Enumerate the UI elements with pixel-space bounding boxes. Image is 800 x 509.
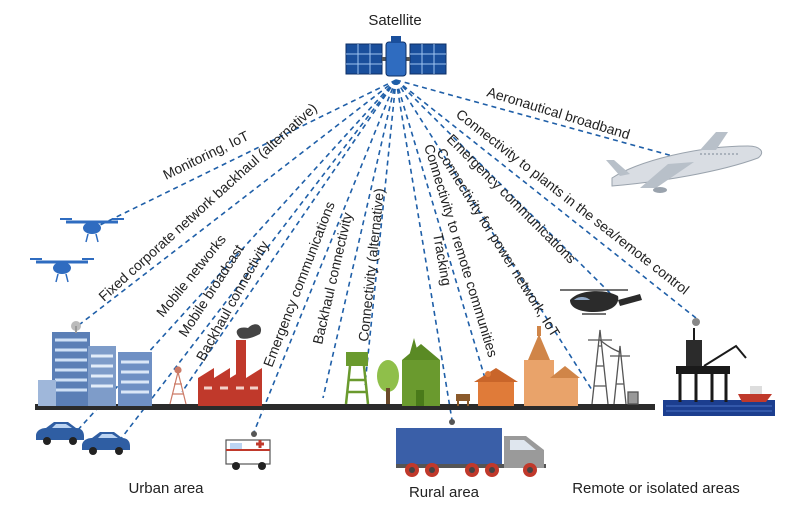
link-line	[395, 79, 681, 159]
ground-line	[35, 404, 655, 410]
link-line	[364, 79, 397, 386]
link-line	[395, 79, 488, 386]
drone-icon	[30, 258, 94, 283]
church-icon	[402, 338, 440, 406]
area-label-remote: Remote or isolated areas	[572, 480, 740, 497]
oil-platform-icon	[676, 318, 747, 402]
link-line	[74, 79, 397, 329]
rural-buildings	[344, 326, 580, 406]
power-tower-icon	[588, 329, 639, 405]
satellite-icon: Satellite	[345, 12, 447, 77]
drone-icon	[60, 218, 124, 243]
factory-icon	[198, 324, 262, 437]
ship-icon	[738, 386, 772, 402]
link-line	[97, 79, 397, 227]
link-label-connectivity-alternative: Connectivity (alternative)	[355, 187, 387, 342]
link-line	[322, 79, 397, 399]
urban-buildings	[38, 321, 152, 406]
link-label-plants-in-sea: Connectivity to plants in the sea/remote…	[453, 106, 692, 298]
link-labels: Aeronautical broadband Connectivity to p…	[95, 84, 692, 370]
link-line	[181, 79, 397, 393]
airplane-icon	[606, 132, 763, 193]
area-label-rural: Rural area	[409, 484, 480, 501]
link-line	[395, 79, 616, 299]
link-line	[253, 79, 397, 433]
church-icon	[524, 326, 580, 406]
helicopter-icon	[560, 289, 642, 315]
houses-icon	[474, 368, 518, 406]
cow-icon	[456, 394, 470, 406]
link-line	[395, 79, 697, 319]
ambulance-icon	[225, 439, 271, 470]
link-label-aeronautical-broadband: Aeronautical broadband	[485, 84, 632, 143]
satellite-label: Satellite	[368, 12, 421, 29]
link-line	[395, 79, 453, 421]
link-label-fixed-corporate-backhaul: Fixed corporate network backhaul (altern…	[95, 100, 320, 305]
truck-icon	[396, 419, 546, 477]
ocean-area	[663, 400, 775, 416]
tree-icon	[377, 360, 399, 404]
water-tower-icon	[344, 352, 370, 405]
area-label-urban: Urban area	[128, 480, 204, 497]
link-line	[395, 79, 593, 391]
link-line	[119, 79, 397, 441]
car-icon	[36, 422, 84, 445]
car-icon	[82, 432, 130, 455]
antenna-tower-icon	[169, 366, 187, 405]
